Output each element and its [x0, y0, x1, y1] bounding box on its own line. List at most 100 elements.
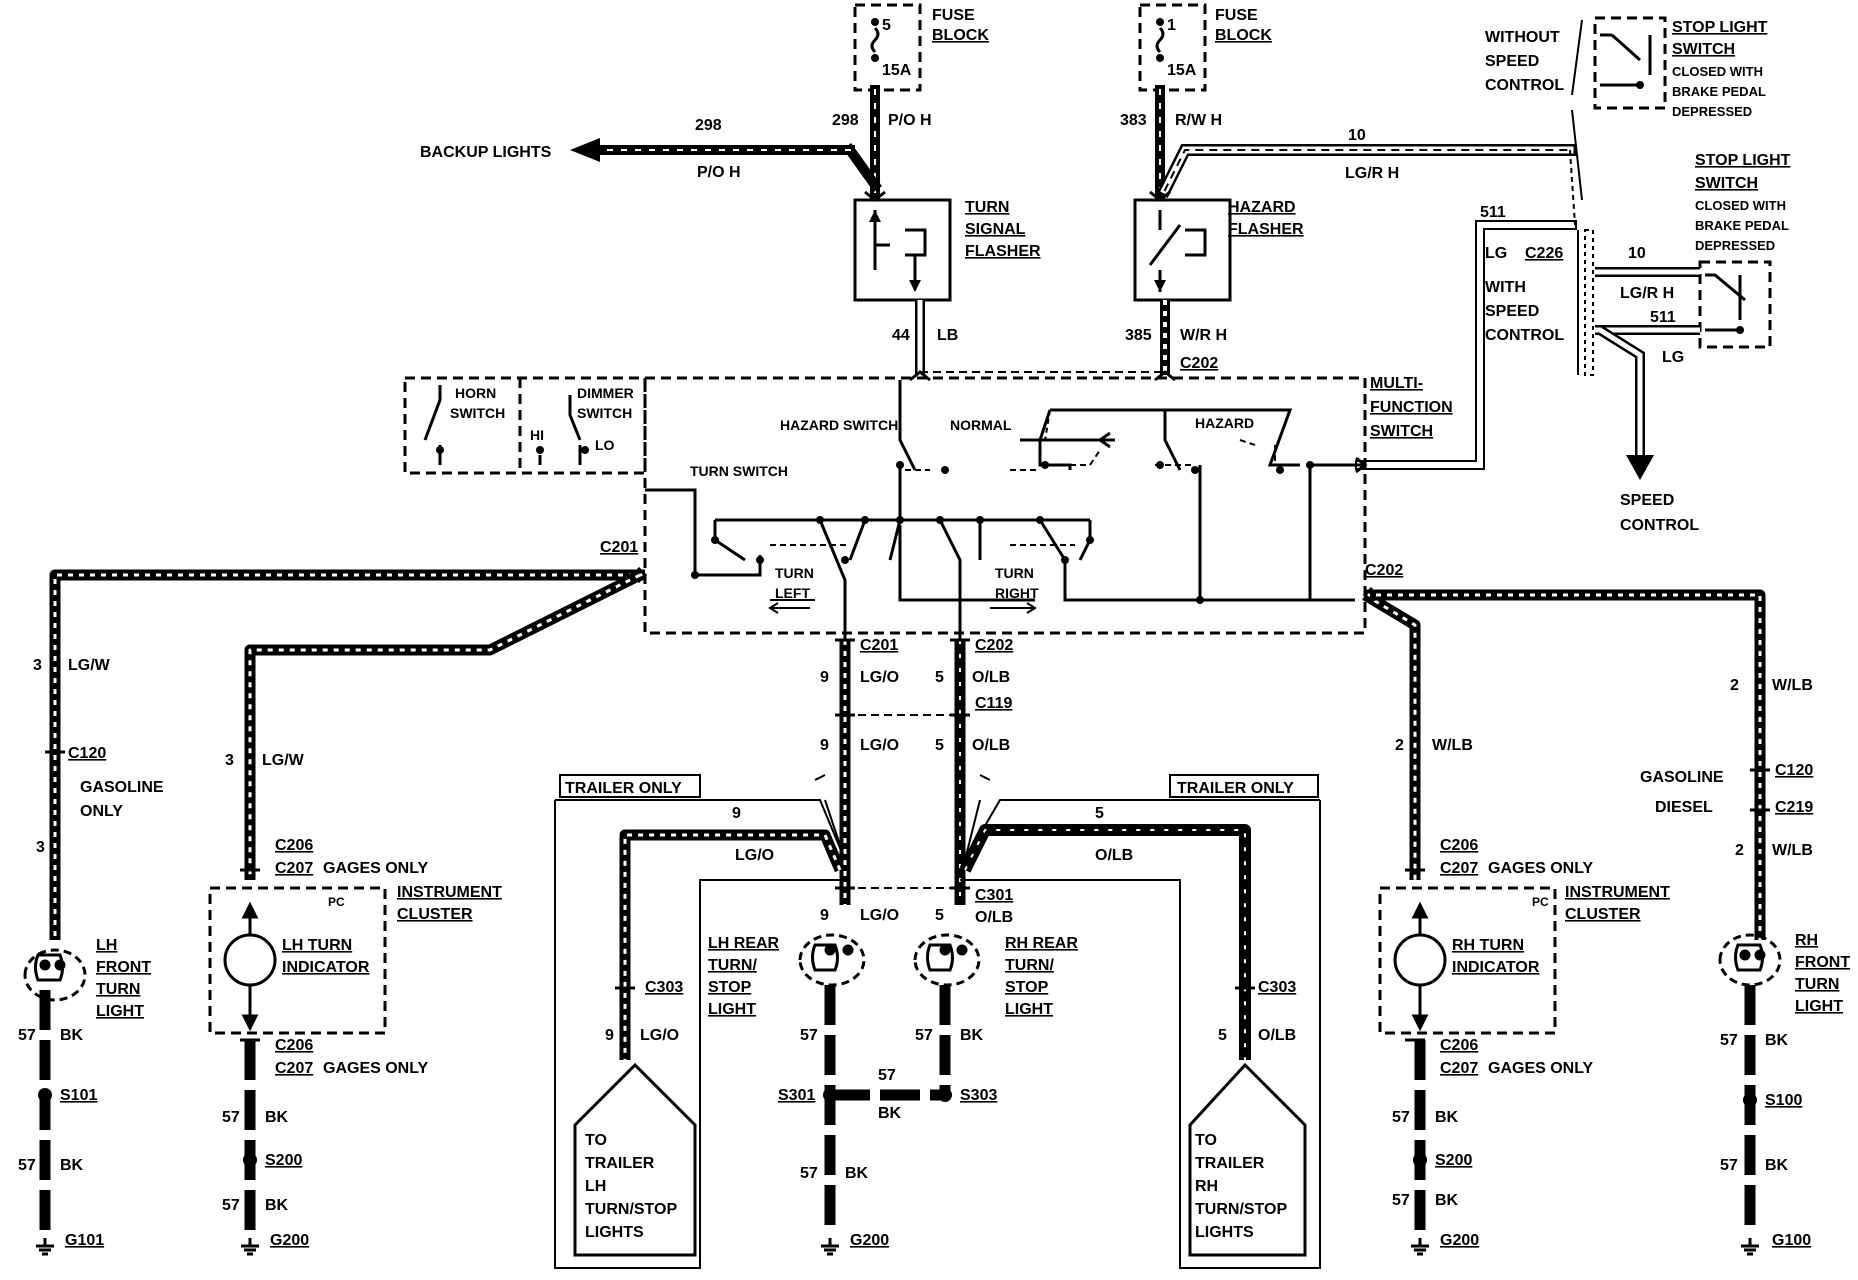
- c219: C219: [1775, 799, 1813, 816]
- lh-front-light: [23, 948, 87, 1002]
- lh-cluster-l2: CLUSTER: [397, 906, 473, 923]
- center-w57: 57: [800, 1165, 818, 1182]
- rh-front-bkb: BK: [1765, 1157, 1789, 1174]
- w5-b-color: O/LB: [972, 737, 1010, 754]
- rh-c207-top: C207: [1440, 860, 1478, 877]
- c119: C119: [975, 695, 1012, 712]
- w383-circuit: 383: [1120, 112, 1147, 129]
- sc-w10: 10: [1628, 245, 1646, 262]
- stop-light-switch-1: [1593, 16, 1667, 110]
- lh-c206-top: C206: [275, 837, 313, 854]
- without-sc-bracket: [1571, 19, 1583, 201]
- trailer-rh-l1: TO: [1195, 1132, 1217, 1149]
- rh-front-w57: 57: [1720, 1032, 1738, 1049]
- lh-c206-bot: C206: [275, 1037, 313, 1054]
- w298-color: P/O H: [888, 112, 932, 129]
- lh-cl-w57: 57: [222, 1109, 240, 1126]
- w9-c-circuit: 9: [820, 907, 829, 924]
- c301-b: O/LB: [975, 909, 1013, 926]
- backup-circuit: 298: [695, 117, 722, 134]
- w511-conn: C226: [1525, 245, 1563, 262]
- trailer-rh-l2: TRAILER: [1195, 1155, 1265, 1172]
- trailer-lh-l1: TO: [585, 1132, 607, 1149]
- w298-circuit: 298: [832, 112, 859, 129]
- gasoline-only-l1: GASOLINE: [80, 779, 164, 796]
- s100: S100: [1765, 1092, 1802, 1109]
- stop-sw2-l4: BRAKE PEDAL: [1695, 218, 1789, 233]
- rh-rear-bk: BK: [960, 1027, 984, 1044]
- trailer-only-lh-frame: [559, 774, 701, 798]
- rh-c206-bot: C206: [1440, 1037, 1478, 1054]
- mfs-contacts: [691, 461, 1314, 604]
- w5-trailer-circuit: 5: [1095, 805, 1104, 822]
- g100: G100: [1772, 1232, 1811, 1249]
- rh-cluster-l1: INSTRUMENT: [1565, 884, 1670, 901]
- splices: [38, 1088, 1757, 1167]
- turn-right-arrow: [990, 602, 1037, 614]
- dimmer-hi-contact: [536, 446, 544, 454]
- fuse-left-title2: BLOCK: [932, 27, 989, 44]
- fuse-right-amp: 15A: [1167, 62, 1197, 79]
- lh-rear-light: [798, 933, 866, 987]
- turn-left-arrow: [768, 602, 810, 614]
- wires-lower: [49, 569, 1766, 1060]
- lh-rear-w57: 57: [800, 1027, 818, 1044]
- lh-rear-l2: TURN/: [708, 957, 757, 974]
- rh-turn-ind-l1: RH TURN: [1452, 937, 1524, 954]
- rh-turn-indicator: [1378, 886, 1557, 1035]
- trailer-only-rh-frame: [1169, 774, 1319, 798]
- c202-right: C202: [1365, 562, 1403, 579]
- c201-left: C201: [600, 539, 638, 556]
- fuse-block-right: 1 15A: [1138, 3, 1207, 92]
- fuse-right-title2: BLOCK: [1215, 27, 1272, 44]
- rh-rear-l3: STOP: [1005, 979, 1049, 996]
- lh-cl-bk: BK: [265, 1109, 289, 1126]
- mfs-hazard-switch: HAZARD SWITCH: [780, 417, 898, 433]
- lh-c207-top: C207: [275, 860, 313, 877]
- w2-rh-color: W/LB: [1432, 737, 1473, 754]
- sc-w511c: LG: [1662, 349, 1684, 366]
- dimmer-lo-contact: [581, 446, 589, 454]
- w3-left-circuit: 3: [33, 657, 42, 674]
- w9-b-circuit: 9: [820, 737, 829, 754]
- w3-left-color: LG/W: [68, 657, 111, 674]
- s303: S303: [960, 1087, 997, 1104]
- rh-s200: S200: [1435, 1152, 1472, 1169]
- turn-flasher-l2: SIGNAL: [965, 221, 1026, 238]
- trailer-box-lh: [554, 799, 846, 1269]
- w10-circuit: 10: [1348, 127, 1366, 144]
- lh-turn-ind-l1: LH TURN: [282, 937, 352, 954]
- turn-flasher-l1: TURN: [965, 199, 1009, 216]
- gasoline-only-l2: ONLY: [80, 803, 123, 820]
- mfs-l2: FUNCTION: [1370, 399, 1453, 416]
- w5-a-color: O/LB: [972, 669, 1010, 686]
- w9-a-color: LG/O: [860, 669, 899, 686]
- connector-marks: [45, 190, 1770, 1042]
- with-sc-l2: SPEED: [1485, 303, 1539, 320]
- speed-control-l1: SPEED: [1620, 492, 1674, 509]
- stop-light-switch-2: [1584, 229, 1772, 480]
- rh-front-l4: LIGHT: [1795, 998, 1843, 1015]
- horn-dimmer-box: [403, 376, 647, 475]
- ground-wires: [39, 985, 1756, 1235]
- lh-cl-w57b: 57: [222, 1197, 240, 1214]
- c201-mid: C201: [860, 637, 898, 654]
- trailer-lh-l2: TRAILER: [585, 1155, 655, 1172]
- rh-cl-bkb: BK: [1435, 1192, 1459, 1209]
- dimmer-l1: DIMMER: [577, 385, 634, 401]
- backup-color: P/O H: [697, 164, 741, 181]
- w5-b-circuit: 5: [935, 737, 944, 754]
- mfs-turn-switch: TURN SWITCH: [690, 463, 788, 479]
- c202-mid: C202: [975, 637, 1013, 654]
- w385-circuit: 385: [1125, 327, 1152, 344]
- stop-sw2-l2: SWITCH: [1695, 175, 1758, 192]
- c303-rh: C303: [1258, 979, 1296, 996]
- bridge-bk: BK: [878, 1105, 902, 1122]
- rh-cluster-l2: CLUSTER: [1565, 906, 1641, 923]
- wires-top: [570, 85, 1577, 470]
- sc-link-dash: [1569, 149, 1576, 226]
- bridge-w57: 57: [878, 1067, 896, 1084]
- w44-circuit: 44: [892, 327, 910, 344]
- trailer-rh-l3: RH: [1195, 1178, 1218, 1195]
- rh-front-bk: BK: [1765, 1032, 1789, 1049]
